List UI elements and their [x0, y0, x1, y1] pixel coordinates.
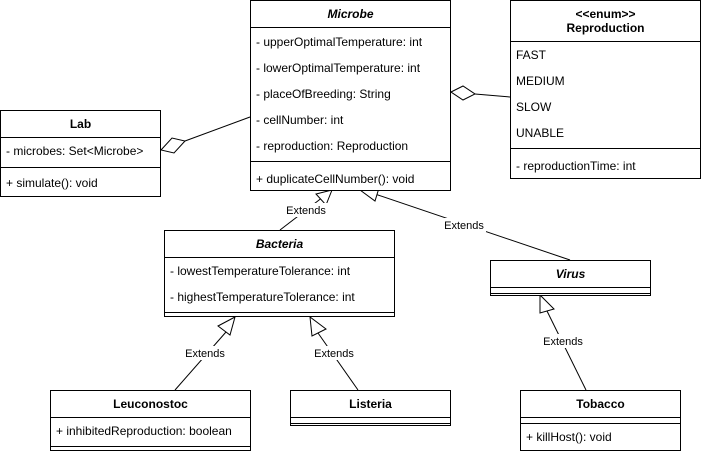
class-name: Tobacco — [576, 397, 625, 411]
tobacco-extends-arrowhead — [539, 293, 555, 314]
class-microbe-methods: + duplicateCellNumber(): void — [251, 162, 450, 192]
class-tobacco-attributes — [521, 418, 680, 424]
attribute-row: - lowestTemperatureTolerance: int — [170, 264, 351, 278]
class-bacteria[interactable]: Bacteria - lowestTemperatureTolerance: i… — [164, 230, 395, 317]
class-listeria[interactable]: Listeria — [290, 390, 451, 426]
class-listeria-attributes — [291, 418, 450, 424]
class-lab-attributes: - microbes: Set<Microbe> — [1, 138, 160, 168]
method-row: + duplicateCellNumber(): void — [256, 172, 415, 186]
class-virus-header: Virus — [491, 261, 650, 288]
method-row: + simulate(): void — [6, 176, 98, 190]
bacteria-extends-label: Extends — [286, 205, 326, 217]
enum-value-row: MEDIUM — [516, 74, 565, 88]
class-virus-attributes — [491, 288, 650, 294]
virus-extends-label: Extends — [444, 220, 484, 232]
bacteria-extends-arrowhead — [315, 189, 333, 206]
class-bacteria-attributes: - lowestTemperatureTolerance: int - high… — [165, 258, 394, 313]
class-name: Reproduction — [566, 21, 645, 35]
class-lab-methods: + simulate(): void — [1, 168, 160, 196]
class-microbe-header: Microbe — [251, 1, 450, 28]
class-virus[interactable]: Virus — [490, 260, 651, 296]
listeria-extends-label: Extends — [314, 348, 354, 360]
class-name: Bacteria — [255, 237, 304, 251]
class-lab-header: Lab — [1, 111, 160, 138]
attribute-row: - reproduction: Reproduction — [256, 139, 409, 153]
class-reproduction-attributes: - reproductionTime: int — [511, 149, 700, 179]
class-leuconostoc[interactable]: Leuconostoc + inhibitedReproduction: boo… — [50, 390, 251, 451]
attribute-row: - upperOptimalTemperature: int — [256, 35, 423, 49]
tobacco-extends-line — [546, 310, 587, 391]
leuconostoc-extends-arrowhead — [217, 316, 236, 336]
attribute-row: - highestTemperatureTolerance: int — [170, 290, 355, 304]
class-name: Virus — [555, 267, 586, 281]
class-reproduction-header: <<enum>> Reproduction — [511, 1, 700, 42]
class-reproduction-values: FAST MEDIUM SLOW UNABLE — [511, 42, 700, 149]
attribute-row: - placeOfBreeding: String — [256, 87, 391, 101]
class-leuconostoc-header: Leuconostoc — [51, 391, 250, 418]
class-leuconostoc-attributes: + inhibitedReproduction: boolean — [51, 418, 250, 447]
method-row: + killHost(): void — [526, 430, 612, 444]
class-name: Microbe — [327, 7, 374, 21]
class-stereotype: <<enum>> — [575, 7, 636, 21]
class-microbe-attributes: - upperOptimalTemperature: int - lowerOp… — [251, 28, 450, 162]
microbe-aggregation-diamond — [450, 85, 476, 101]
attribute-row: - lowerOptimalTemperature: int — [256, 61, 421, 75]
attribute-row: - reproductionTime: int — [516, 159, 636, 173]
microbe-reproduction-aggregation-line — [474, 93, 511, 98]
attribute-row: + inhibitedReproduction: boolean — [56, 424, 232, 438]
class-name: Listeria — [349, 397, 392, 411]
enum-value-row: UNABLE — [516, 126, 565, 140]
leuconostoc-extends-line — [174, 331, 227, 391]
listeria-extends-arrowhead — [309, 315, 327, 337]
class-tobacco[interactable]: Tobacco + killHost(): void — [520, 390, 681, 451]
class-name: Lab — [69, 117, 92, 131]
enum-value-row: FAST — [516, 48, 547, 62]
listeria-extends-line — [317, 332, 359, 391]
class-microbe[interactable]: Microbe - upperOptimalTemperature: int -… — [250, 0, 451, 191]
enum-value-row: SLOW — [516, 100, 552, 114]
attribute-row: - microbes: Set<Microbe> — [6, 144, 144, 158]
lab-microbe-aggregation-line — [184, 116, 251, 142]
leuconostoc-extends-label: Extends — [185, 348, 225, 360]
class-tobacco-header: Tobacco — [521, 391, 680, 418]
tobacco-extends-label: Extends — [543, 336, 583, 348]
class-lab[interactable]: Lab - microbes: Set<Microbe> + simulate(… — [0, 110, 161, 197]
class-reproduction[interactable]: <<enum>> Reproduction FAST MEDIUM SLOW U… — [510, 0, 701, 179]
class-name: Leuconostoc — [113, 397, 188, 411]
class-bacteria-header: Bacteria — [165, 231, 394, 258]
class-listeria-header: Listeria — [291, 391, 450, 418]
lab-aggregation-diamond — [160, 137, 186, 154]
attribute-row: - cellNumber: int — [256, 113, 344, 127]
class-tobacco-methods: + killHost(): void — [521, 424, 680, 450]
